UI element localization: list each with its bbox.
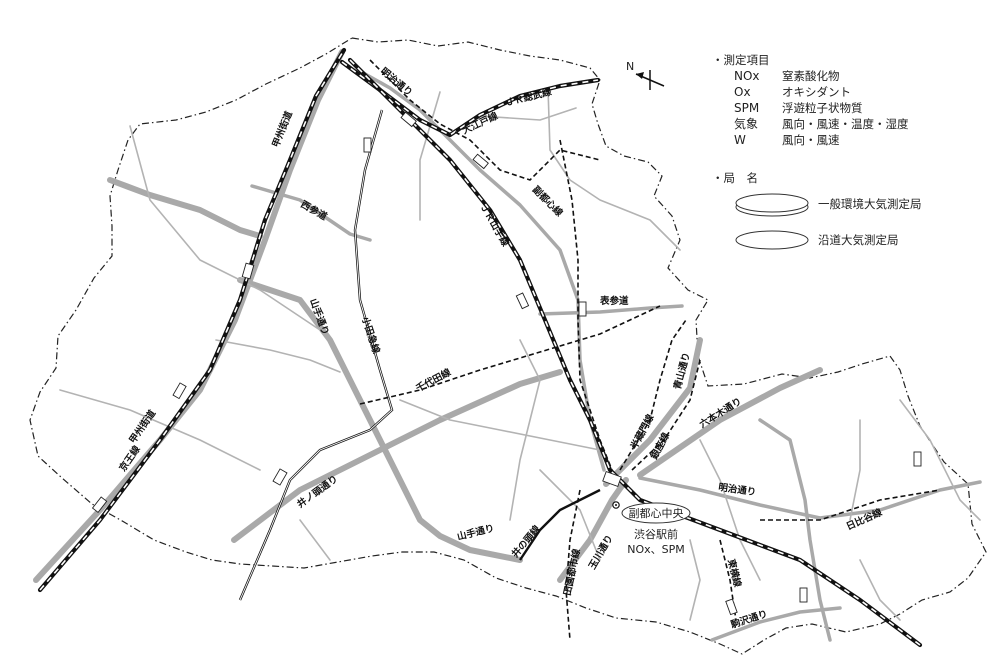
subway-ginza bbox=[631, 359, 701, 471]
label-koshu-kaido-south: 甲州街道 bbox=[127, 407, 159, 445]
road-minor bbox=[399, 399, 601, 451]
label-omotesando: 表参道 bbox=[599, 295, 629, 307]
road-minor bbox=[129, 125, 321, 331]
legend-stations-title: ・局 名 bbox=[712, 171, 758, 185]
legend-item-desc: 浮遊粒子状物質 bbox=[782, 101, 863, 115]
label-nishisando: 西参道 bbox=[299, 198, 330, 223]
station-marker bbox=[172, 382, 187, 400]
label-jr-yamanote: ＪＲ山手線 bbox=[477, 202, 511, 250]
legend-item-code: W bbox=[734, 133, 746, 147]
label-fukutoshin: 副都心線 bbox=[530, 184, 566, 220]
station-marker bbox=[363, 137, 372, 153]
rail-keio bbox=[37, 47, 347, 593]
legend: ・測定項目 NOx 窒素酸化物 Ox オキシダント SPM 浮遊粒子状物質 気象… bbox=[712, 53, 922, 250]
station-marker bbox=[913, 451, 922, 467]
station-measures: NOx、SPM bbox=[627, 543, 685, 556]
subway-hanzomon bbox=[619, 319, 687, 471]
rail-jr-yamanote bbox=[347, 57, 923, 648]
rail-keio-inner bbox=[39, 49, 345, 591]
station-marker bbox=[400, 111, 417, 128]
road-minor bbox=[859, 559, 901, 621]
road-minor bbox=[215, 339, 341, 373]
road-omotesando bbox=[538, 304, 684, 316]
road-minor bbox=[539, 469, 601, 561]
station-location-center bbox=[615, 504, 617, 506]
legend-roadside-station-label: 沿道大気測定局 bbox=[818, 233, 899, 247]
road-meiji-dori-north bbox=[356, 68, 606, 472]
road-tamagawa-dori bbox=[557, 477, 629, 583]
legend-items-title: ・測定項目 bbox=[712, 53, 770, 67]
label-meiji-dori-south: 明治通り bbox=[718, 481, 757, 498]
station-location-dot bbox=[612, 501, 620, 509]
legend-item-desc: 風向・風速・温度・湿度 bbox=[782, 117, 909, 131]
legend-item-desc: 窒素酸化物 bbox=[782, 69, 840, 83]
label-odakyu: 小田急線 bbox=[359, 314, 383, 355]
roadside-station-symbol bbox=[735, 230, 809, 250]
ward-boundary bbox=[29, 37, 987, 655]
road-minor bbox=[59, 389, 261, 471]
road-minor bbox=[509, 339, 541, 521]
subway-chiyoda bbox=[359, 305, 661, 405]
station-name: 副都心中央 bbox=[629, 507, 684, 520]
road-minor bbox=[479, 107, 577, 121]
station-marker bbox=[272, 468, 288, 486]
legend-item-code: Ox bbox=[734, 85, 751, 99]
legend-item-desc: 風向・風速 bbox=[782, 133, 840, 147]
station-marker bbox=[578, 301, 587, 317]
legend-item-code: 気象 bbox=[734, 116, 758, 131]
road-minor bbox=[419, 91, 441, 221]
legend-item-code: NOx bbox=[734, 69, 760, 83]
label-koshu-kaido-north: 甲州街道 bbox=[270, 109, 296, 149]
legend-item-code: SPM bbox=[734, 101, 759, 115]
road-roppongi-dori bbox=[637, 367, 823, 478]
legend-item-desc: オキシダント bbox=[782, 85, 851, 99]
rail-odakyu bbox=[238, 109, 394, 601]
subway-fukutoshin bbox=[559, 139, 613, 471]
road-minor bbox=[689, 539, 701, 621]
label-yamate-dori-south: 山手通り bbox=[456, 522, 496, 543]
road-minor bbox=[849, 419, 861, 521]
road-east-loop bbox=[758, 418, 832, 642]
road-inokashira-dori bbox=[231, 369, 563, 543]
subway-den-en-toshi bbox=[565, 489, 581, 641]
road-koshu-kaido bbox=[33, 49, 345, 583]
road-aoyama-dori bbox=[603, 337, 703, 487]
road-komazawa bbox=[710, 606, 842, 642]
road-koshu-upper bbox=[107, 177, 263, 239]
road-meiji-dori-south bbox=[638, 476, 982, 520]
road-minor bbox=[547, 87, 681, 251]
subway-inokashira-line bbox=[519, 488, 601, 561]
road-minor bbox=[899, 399, 981, 521]
label-inokashira-line: 井の頭線 bbox=[509, 523, 543, 560]
station-marker bbox=[725, 598, 738, 616]
label-jr-sobu: ＪＲ総武線 bbox=[504, 86, 553, 109]
station-marker bbox=[799, 587, 808, 603]
station-marker bbox=[472, 153, 489, 170]
rail-odakyu-inner bbox=[239, 109, 393, 601]
station-marker bbox=[91, 496, 108, 513]
roadside-station-ellipse[interactable] bbox=[621, 502, 691, 524]
station-marker bbox=[241, 262, 255, 280]
road-yamate-dori bbox=[237, 277, 523, 563]
road-minor bbox=[299, 519, 331, 561]
station-marker bbox=[515, 292, 530, 310]
north-arrow-icon bbox=[635, 70, 665, 90]
legend-general-station-label: 一般環境大気測定局 bbox=[818, 197, 922, 211]
road-minor bbox=[699, 439, 761, 581]
north-label: N bbox=[626, 60, 634, 73]
station-subname: 渋谷駅前 bbox=[634, 527, 678, 541]
station-marker bbox=[602, 470, 622, 488]
subway-hibiya bbox=[760, 489, 941, 521]
general-station-symbol bbox=[735, 193, 809, 217]
